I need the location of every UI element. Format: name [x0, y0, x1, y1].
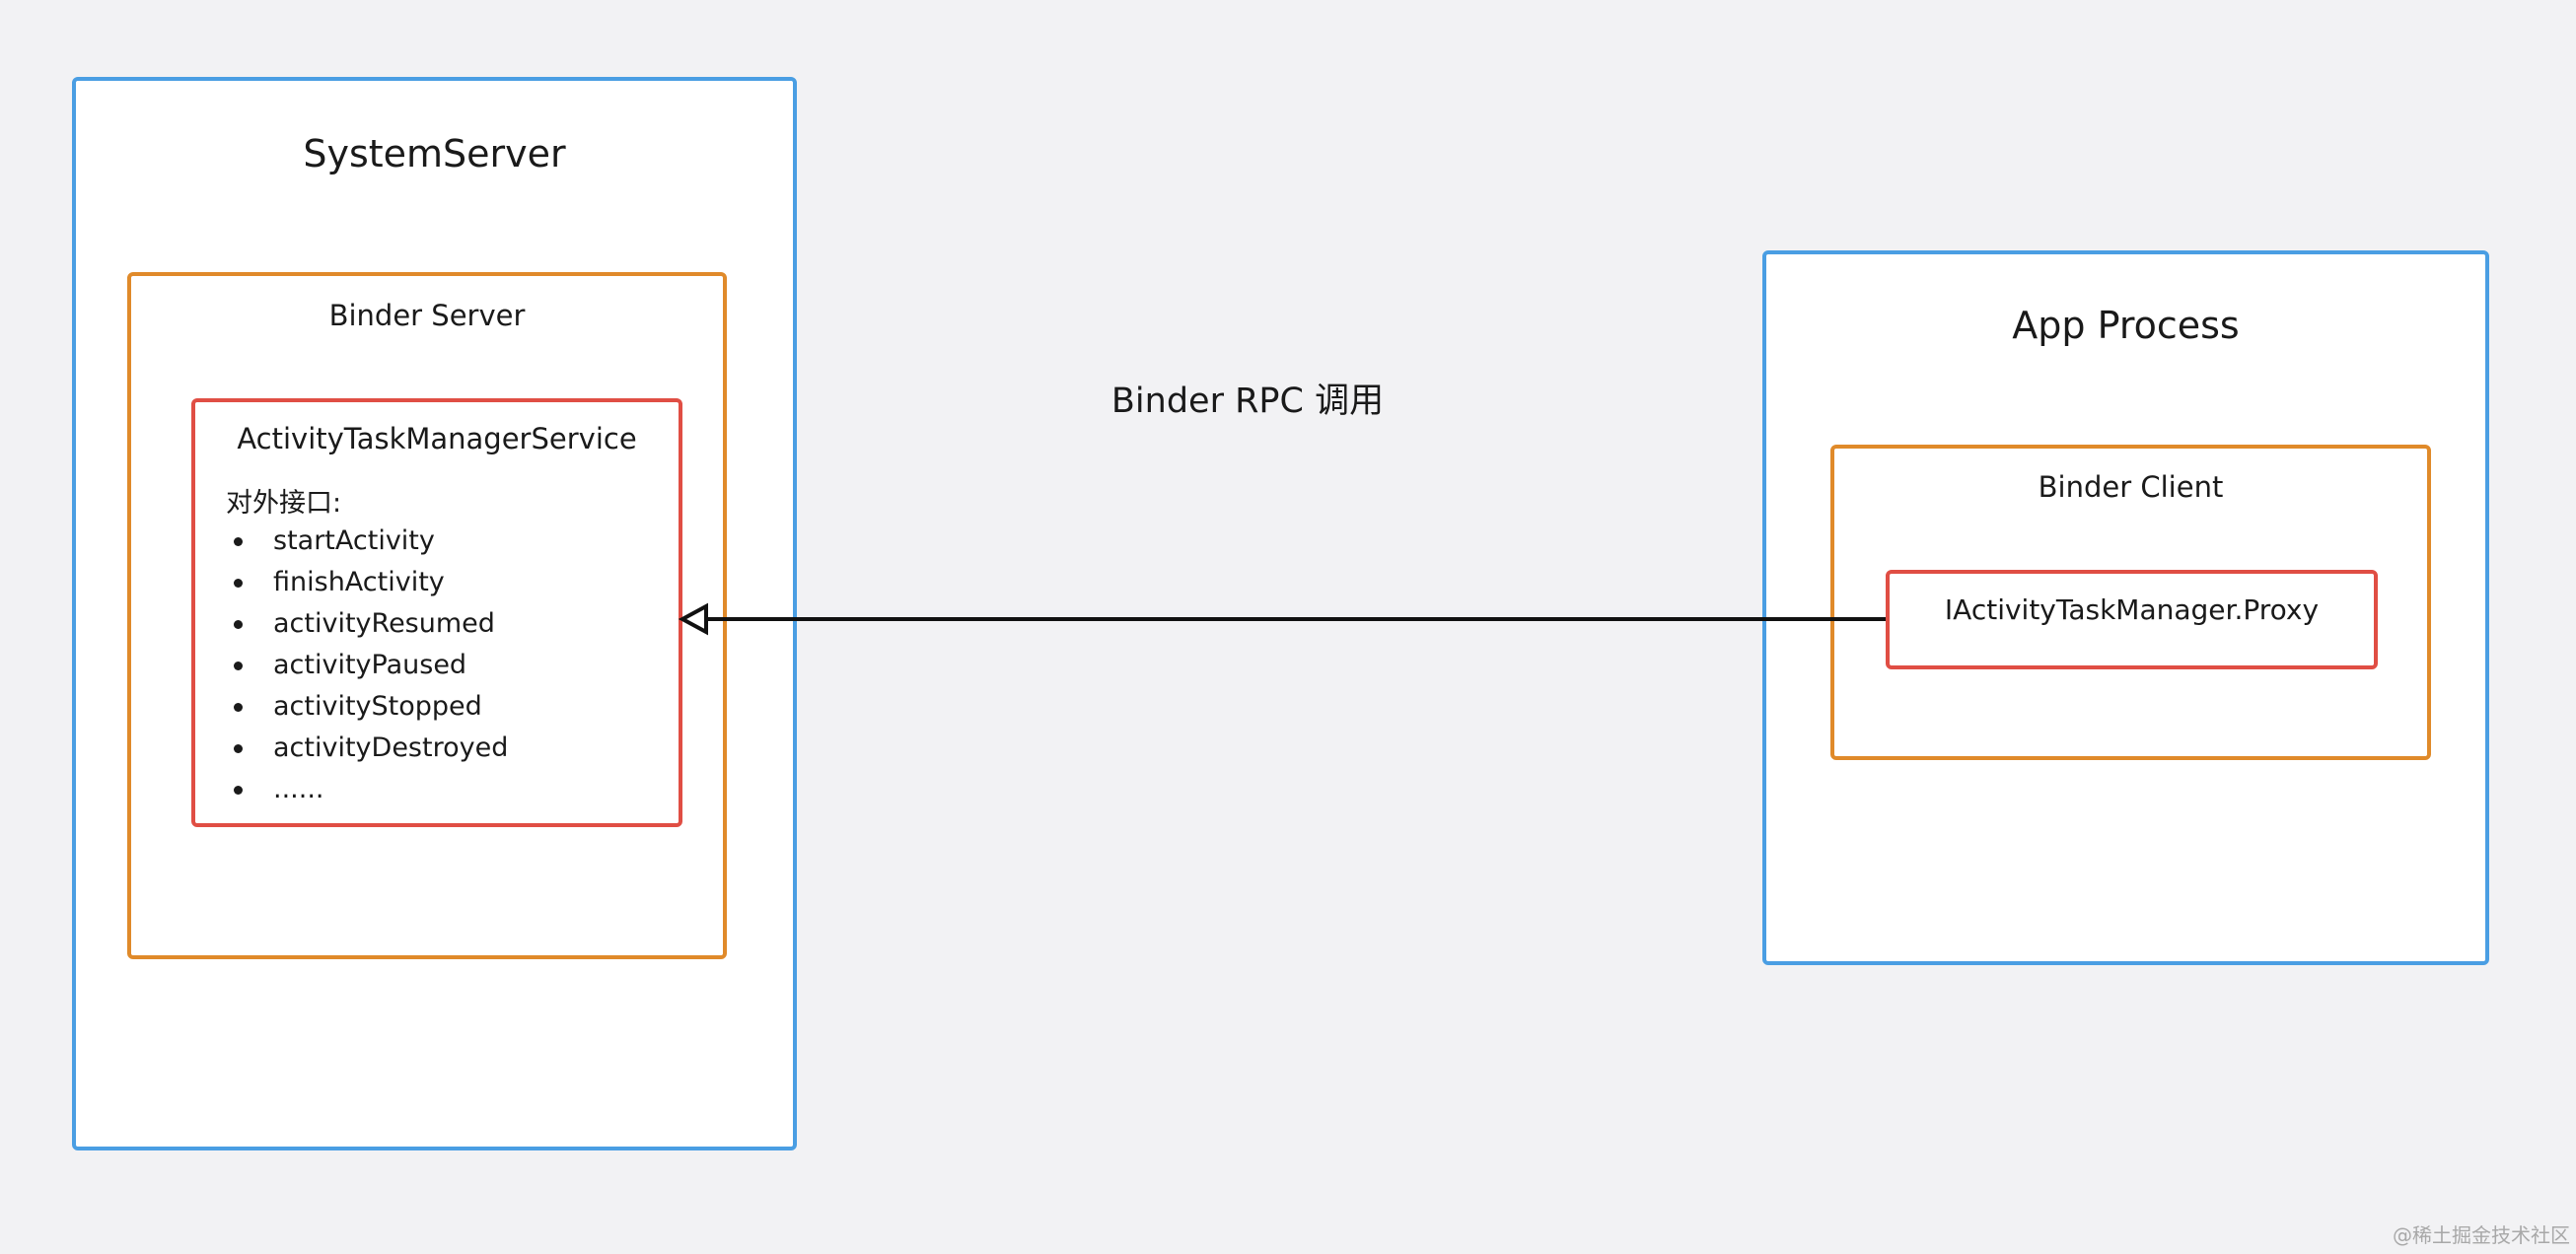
rpc-label: Binder RPC 调用 — [1110, 382, 1385, 421]
system-server-title: SystemServer — [303, 132, 566, 175]
interface-item: activityResumed — [226, 603, 508, 645]
interface-item: activityDestroyed — [226, 728, 508, 769]
interface-item: activityStopped — [226, 686, 508, 728]
interface-item: finishActivity — [226, 562, 508, 603]
interface-heading: 对外接口: — [226, 488, 342, 519]
interface-item: activityPaused — [226, 645, 508, 686]
interface-item: startActivity — [226, 521, 508, 562]
proxy-box — [1886, 570, 2378, 669]
rpc-arrow-head — [678, 602, 708, 636]
binder-client-title: Binder Client — [2038, 470, 2224, 504]
interface-list: startActivity finishActivity activityRes… — [226, 521, 508, 810]
activity-task-manager-service-title: ActivityTaskManagerService — [237, 422, 637, 455]
interface-item: ...... — [226, 769, 508, 810]
proxy-title: IActivityTaskManager.Proxy — [1944, 593, 2320, 626]
app-process-title: App Process — [2012, 304, 2240, 347]
watermark: @稀土掘金技术社区 — [2393, 1223, 2570, 1247]
activity-task-manager-service-box — [191, 398, 682, 827]
binder-server-title: Binder Server — [328, 299, 526, 332]
